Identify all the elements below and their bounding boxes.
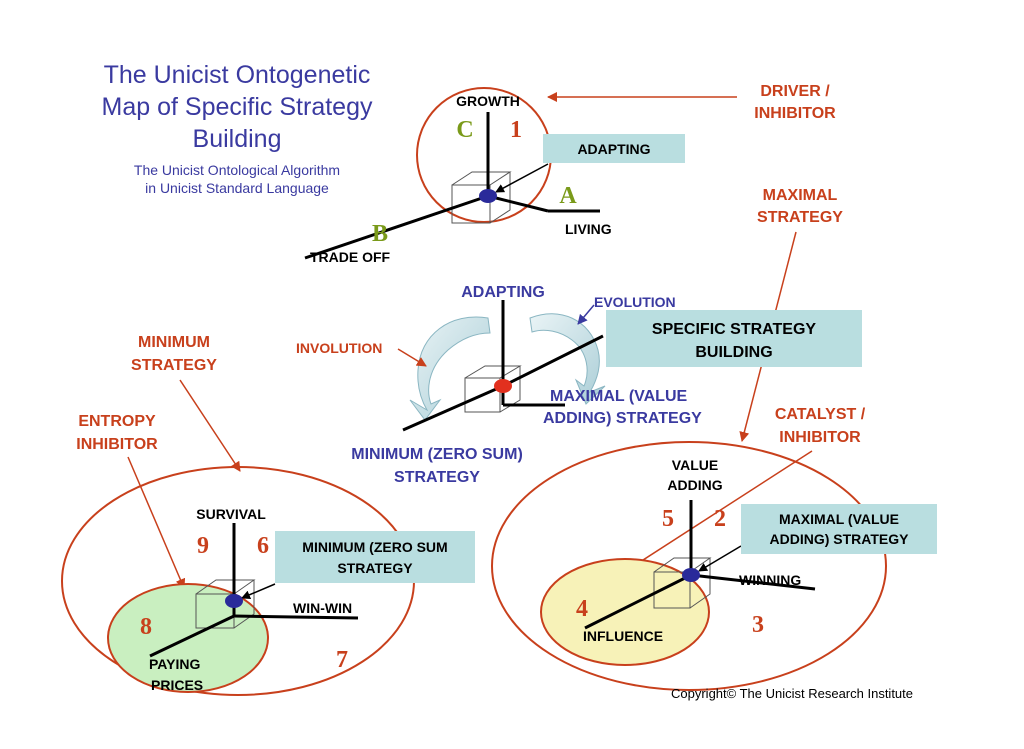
left-box-pointer	[241, 583, 276, 600]
letter-b: B	[372, 221, 388, 247]
adding-label: ADDING	[667, 477, 722, 493]
minimum-zero-sum-box	[275, 531, 475, 583]
number-4: 4	[576, 596, 588, 622]
minimum-strategy-text-2: STRATEGY	[394, 469, 480, 486]
number-9: 9	[197, 533, 209, 559]
subtitle-line-2: in Unicist Standard Language	[145, 180, 329, 196]
left-diagram: MINIMUM (ZERO SUM STRATEGY SURVIVAL WIN-…	[61, 466, 475, 696]
number-2: 2	[714, 506, 726, 532]
catalyst-arrow	[625, 450, 813, 572]
letter-a: A	[559, 183, 577, 209]
entropy-label-1: ENTROPY	[78, 413, 156, 430]
survival-label: SURVIVAL	[196, 506, 266, 522]
minimum-strategy-arrow	[179, 379, 241, 472]
number-1: 1	[510, 117, 522, 143]
top-diagram: ADAPTING GROWTH LIVING TRADE OFF C 1 A B	[304, 87, 685, 265]
top-axis-tradeoff	[304, 194, 489, 260]
top-adapting-pointer	[495, 163, 549, 193]
right-diagram: MAXIMAL (VALUE ADDING) STRATEGY VALUE AD…	[491, 441, 937, 691]
paying-label: PAYING	[149, 656, 200, 672]
maximal-strategy-label-1: MAXIMAL	[763, 187, 838, 204]
left-dot	[225, 594, 243, 608]
minimum-box-line-2: STRATEGY	[337, 560, 413, 576]
center-diagram: ADAPTING EVOLUTION INVOLUTION MAXIMAL (V…	[296, 284, 862, 486]
minimum-strategy-label-2: STRATEGY	[131, 357, 217, 374]
involution-swoosh	[409, 316, 491, 421]
title-line-3: Building	[193, 125, 282, 153]
center-adapting-label: ADAPTING	[461, 284, 545, 301]
maximal-strategy-text-2: ADDING) STRATEGY	[543, 410, 702, 427]
right-box-pointer	[698, 545, 742, 572]
number-5: 5	[662, 506, 674, 532]
maximal-strategy-text-1: MAXIMAL (VALUE	[550, 388, 688, 405]
title-block: The Unicist Ontogenetic Map of Specific …	[102, 61, 373, 196]
influence-label: INFLUENCE	[583, 628, 663, 644]
left-axis-winwin	[233, 614, 359, 620]
specific-strategy-line-1: SPECIFIC STRATEGY	[652, 321, 816, 338]
value-label: VALUE	[672, 457, 718, 473]
evolution-swoosh	[529, 313, 606, 405]
evolution-arrow	[577, 304, 595, 325]
adapting-box	[543, 134, 685, 163]
minimum-strategy-label-1: MINIMUM	[138, 334, 210, 351]
driver-label-1: DRIVER /	[760, 83, 830, 100]
right-axis-influence	[584, 573, 692, 630]
living-label: LIVING	[565, 221, 612, 237]
right-axis-winning	[690, 573, 816, 591]
adapting-box-label: ADAPTING	[577, 141, 650, 157]
maximal-box-line-1: MAXIMAL (VALUE	[779, 511, 899, 527]
catalyst-label-1: CATALYST /	[775, 406, 866, 423]
growth-label: GROWTH	[456, 93, 520, 109]
center-axis-minimum	[402, 384, 504, 432]
prices-label: PRICES	[151, 677, 203, 693]
left-axis-paying	[149, 614, 235, 658]
subtitle-line-1: The Unicist Ontological Algorithm	[134, 162, 340, 178]
number-8: 8	[140, 614, 152, 640]
win-win-label: WIN-WIN	[293, 600, 352, 616]
catalyst-label-2: INHIBITOR	[779, 429, 861, 446]
number-3: 3	[752, 612, 764, 638]
right-outer-ellipse	[491, 441, 887, 691]
letter-c: C	[456, 117, 473, 143]
trade-off-label: TRADE OFF	[310, 249, 391, 265]
entropy-label-2: INHIBITOR	[76, 436, 158, 453]
specific-strategy-box	[606, 310, 862, 367]
involution-arrow	[397, 348, 427, 367]
center-dot	[494, 379, 512, 393]
winning-label: WINNING	[739, 572, 801, 588]
evolution-label: EVOLUTION	[594, 294, 676, 310]
center-axis-maximal	[502, 334, 604, 388]
involution-label: INVOLUTION	[296, 340, 382, 356]
specific-strategy-line-2: BUILDING	[695, 344, 772, 361]
number-6: 6	[257, 533, 269, 559]
driver-label-2: INHIBITOR	[754, 105, 836, 122]
title-line-1: The Unicist Ontogenetic	[104, 61, 371, 89]
top-dot	[479, 189, 497, 203]
top-axis-living	[487, 194, 549, 213]
maximal-value-box	[741, 504, 937, 554]
maximal-strategy-label-2: STRATEGY	[757, 209, 843, 226]
right-dot	[682, 568, 700, 582]
entropy-arrow	[127, 456, 186, 589]
minimum-strategy-text-1: MINIMUM (ZERO SUM)	[351, 446, 523, 463]
title-line-2: Map of Specific Strategy	[102, 93, 373, 121]
copyright-text: Copyright© The Unicist Research Institut…	[671, 686, 913, 701]
maximal-box-line-2: ADDING) STRATEGY	[770, 531, 910, 547]
number-7: 7	[336, 647, 348, 673]
minimum-box-line-1: MINIMUM (ZERO SUM	[302, 539, 447, 555]
